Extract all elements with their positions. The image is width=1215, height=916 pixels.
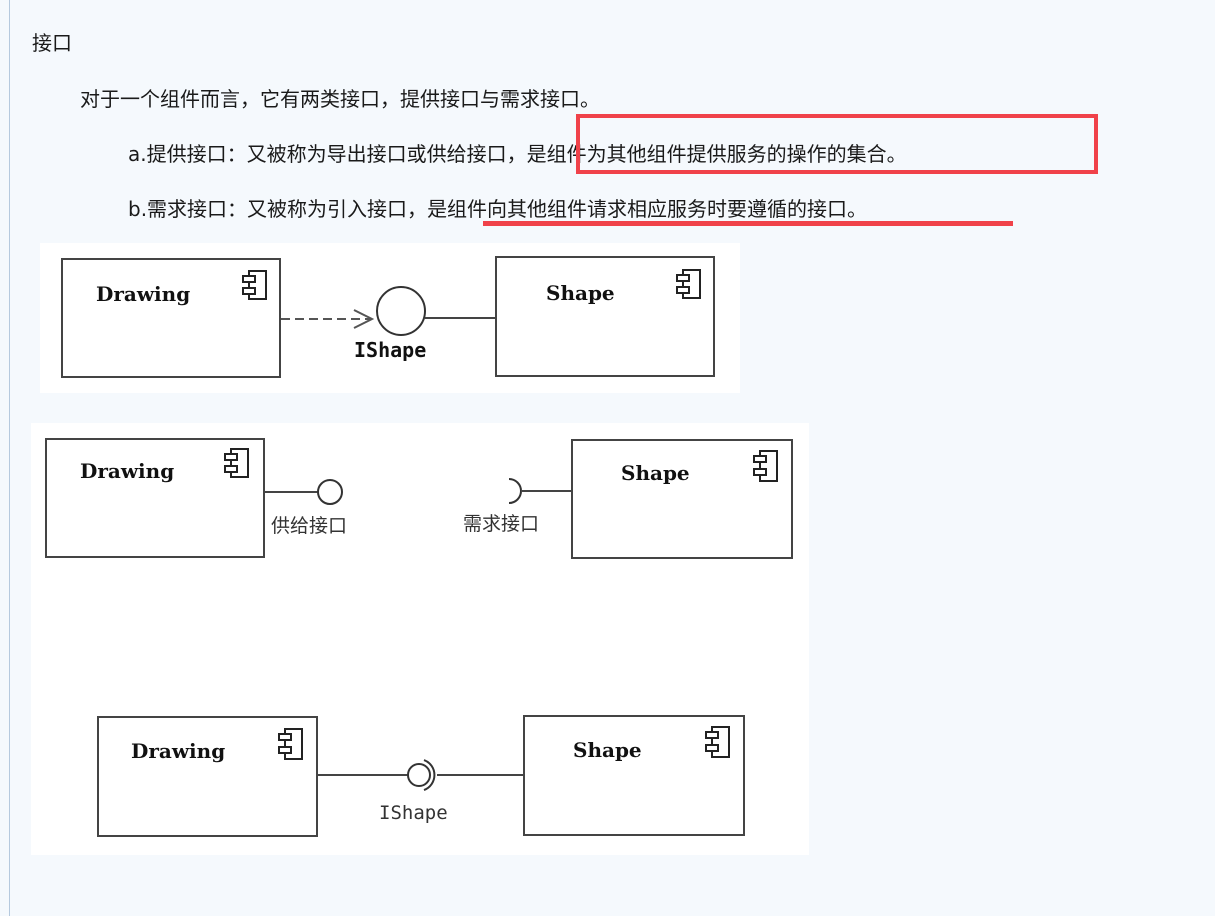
required-interface-highlight: 是组件向其他组件请求相应服务时要遵循的接口。 — [427, 197, 868, 221]
provided-interface-highlight: ，是组件为其他组件提供服务的操作的集合。 — [506, 142, 907, 166]
section-heading: 接口 — [32, 31, 72, 55]
assembly-socket — [423, 759, 436, 791]
drawing-component-title: Drawing — [131, 739, 225, 763]
dependency-diagram: Drawing IShape Shape — [40, 243, 740, 393]
shape-component-title: Shape — [573, 738, 642, 762]
drawing-component: Drawing — [61, 258, 281, 378]
required-interface-socket — [508, 478, 522, 504]
interface-lollipop — [376, 286, 426, 336]
intro-paragraph: 对于一个组件而言，它有两类接口，提供接口与需求接口。 — [80, 87, 600, 111]
required-interface-item: b.需求接口：又被称为引入接口，是组件向其他组件请求相应服务时要遵循的接口。 — [128, 193, 867, 222]
component-icon — [278, 728, 303, 760]
left-border — [9, 0, 10, 916]
component-icon — [676, 269, 701, 299]
assembly-interface-label: IShape — [379, 802, 448, 824]
interface-diagrams: Drawing 供给接口 需求接口 Shape Drawing — [31, 423, 809, 855]
provided-drawing-component: Drawing — [45, 438, 265, 558]
drawing-component-title: Drawing — [80, 459, 174, 483]
shape-component-title: Shape — [621, 461, 690, 485]
assembly-drawing-component: Drawing — [97, 716, 318, 837]
required-interface-definition: b.需求接口：又被称为引入接口， — [128, 197, 428, 221]
assembly-shape-component: Shape — [523, 715, 745, 836]
provided-interface-lollipop — [317, 479, 343, 505]
component-icon — [242, 270, 267, 300]
shape-component-title: Shape — [546, 281, 615, 305]
required-interface-label: 需求接口 — [463, 513, 539, 535]
highlight-underline — [483, 221, 1013, 226]
interface-label: IShape — [354, 338, 426, 362]
dependency-arrowhead — [353, 309, 375, 329]
shape-component: Shape — [495, 256, 715, 377]
assembly-ball — [407, 763, 431, 787]
component-icon — [224, 448, 249, 478]
provided-interface-label: 供给接口 — [271, 515, 347, 537]
required-shape-component: Shape — [571, 439, 793, 559]
drawing-component-title: Drawing — [96, 282, 190, 306]
component-icon — [753, 450, 778, 482]
provided-interface-item: a.提供接口：又被称为导出接口或供给接口，是组件为其他组件提供服务的操作的集合。 — [128, 138, 907, 167]
highlight-box — [576, 114, 1098, 174]
provided-interface-definition: a.提供接口：又被称为导出接口或供给接口 — [128, 142, 507, 166]
component-icon — [705, 726, 730, 758]
